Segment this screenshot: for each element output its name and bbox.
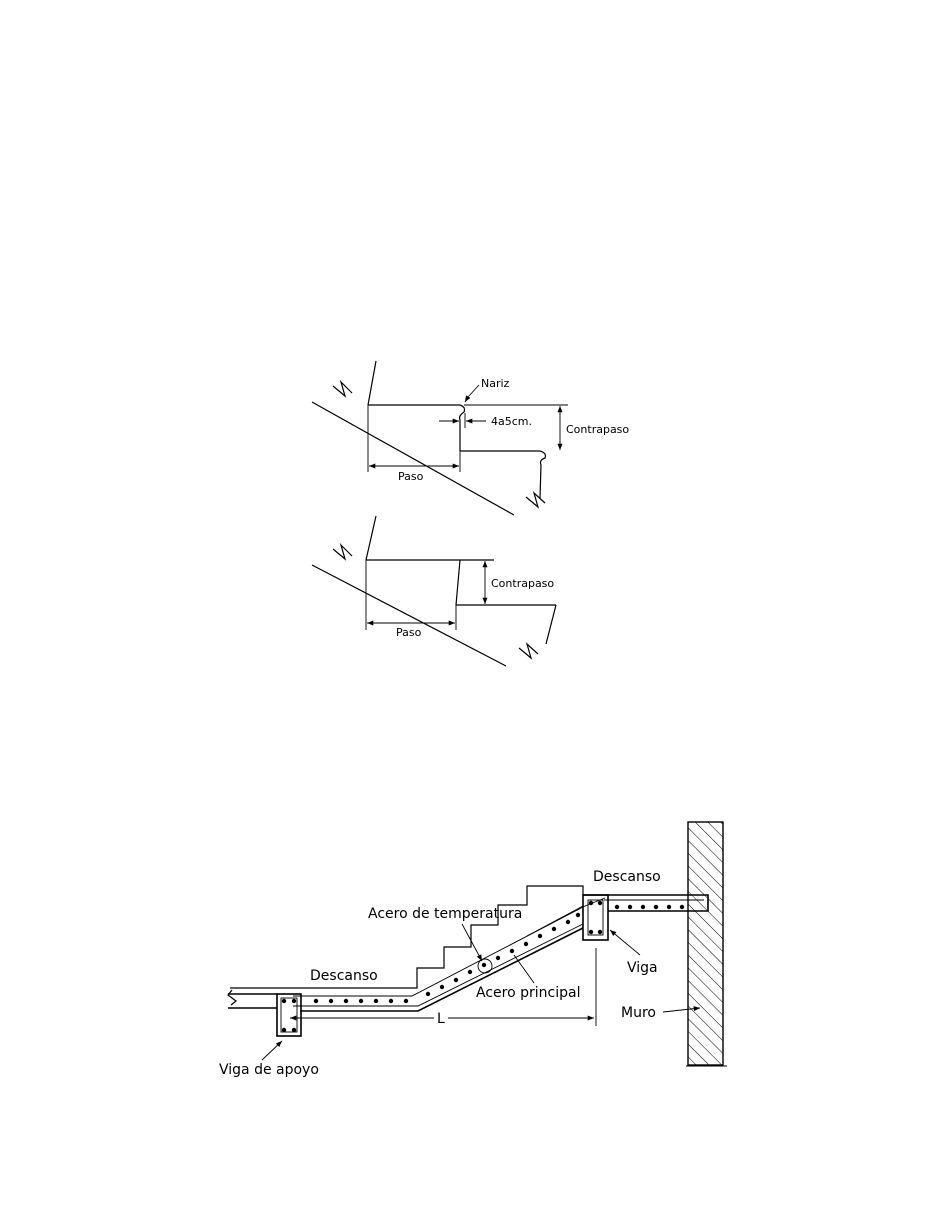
nariz-label: Nariz [481,377,510,390]
descanso-upper-label: Descanso [593,869,661,885]
bar [653,904,659,910]
beam-bar [291,1027,297,1033]
upper-riser [365,515,377,561]
bar [565,919,571,925]
bar [403,998,409,1004]
break-mark-bottom [518,642,539,660]
bar [425,991,431,997]
bar [537,933,543,939]
paso-label: Paso [396,626,422,639]
descanso-lower-label: Descanso [310,968,378,984]
viga-leader [609,929,641,956]
viga-apoyo-label: Viga de apoyo [219,1062,319,1078]
contrapaso-label: Contrapaso [566,423,629,436]
acero-temperatura-label: Acero de temperatura [368,906,522,922]
bar [523,941,529,947]
upper-landing-bars [614,904,685,910]
beam-bar [597,900,603,906]
beam-bar [281,1027,287,1033]
bar [509,948,515,954]
L-label: L [437,1011,445,1027]
steps-profile [230,885,584,989]
lower-riser [545,604,557,645]
muro-label: Muro [621,1005,656,1021]
riser-line [455,559,461,606]
bar [495,955,501,961]
upper-beam-stirrup [587,899,604,936]
upper-riser [367,360,377,406]
bar [439,984,445,990]
inclined-bars [425,912,581,997]
bar [679,904,685,910]
paso-label: Paso [398,470,424,483]
bar [481,962,487,968]
bar [328,998,334,1004]
bar [614,904,620,910]
beam-bar [281,998,287,1004]
bar [313,998,319,1004]
slab-soffit [300,927,584,1012]
break-mark-bottom [525,491,546,509]
wall [687,821,724,1066]
contrapaso-label: Contrapaso [491,577,554,590]
support-beam [276,993,302,1037]
lower-landing-bars [313,998,409,1004]
break-mark [227,989,237,1006]
bar [343,998,349,1004]
slab-line [311,564,507,667]
main-steel [293,897,606,997]
figure-reinforced-stair: L Descanso Descanso Acero de temperatura… [219,821,727,1078]
viga-label: Viga [627,960,658,976]
acero-principal-leader [513,954,535,984]
lower-nosing [539,450,547,499]
bar [453,977,459,983]
bar [575,912,581,918]
acero-principal-label: Acero principal [476,985,580,1001]
break-mark-top [332,379,353,398]
bar [467,969,473,975]
beam-bar [588,929,594,935]
bar [388,998,394,1004]
bar [373,998,379,1004]
bar [358,998,364,1004]
viga-apoyo-leader [261,1040,283,1061]
beam-bar [597,929,603,935]
support-beam-stirrup [280,997,298,1033]
bar [627,904,633,910]
acero-temperatura-leader [461,923,483,962]
upper-beam [582,894,609,941]
figure-step-with-nosing: Contrapaso Paso 4a5cm. Nariz [311,360,629,516]
upper-landing-slab [583,894,709,912]
beam-bar [291,998,297,1004]
muro-leader [662,1006,701,1013]
bar [551,926,557,932]
nariz-leader [464,384,480,403]
temperature-steel-marker [477,958,493,974]
nosing-dim-label: 4a5cm. [491,415,532,428]
figure-step-plain: Contrapaso Paso [311,515,557,667]
nosing [458,404,466,451]
break-mark-top [332,542,353,561]
bar [640,904,646,910]
slab-line [311,401,515,516]
main-steel-lower [293,923,584,1007]
bar [666,904,672,910]
